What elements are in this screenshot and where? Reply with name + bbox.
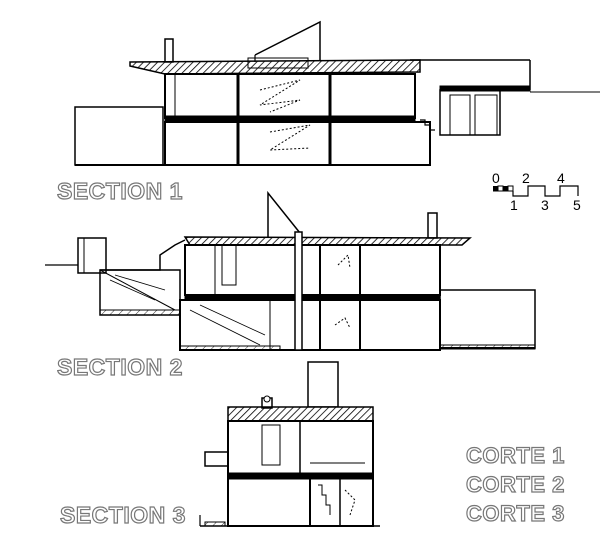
scale-bar: 0 2 4 1 3 5: [492, 170, 581, 213]
scale-tick-label: 1: [510, 197, 518, 213]
scale-tick-label: 3: [541, 197, 549, 213]
section-3-drawing: [199, 361, 380, 527]
scale-tick-label: 5: [573, 197, 581, 213]
section-2-label: SECTION 2: [56, 353, 183, 380]
corte-2-label: CORTE 2: [465, 471, 565, 497]
section-2-drawing: [45, 190, 536, 351]
scale-tick-label: 2: [522, 170, 530, 186]
scale-tick-label: 4: [557, 170, 565, 186]
section-1-label: SECTION 1: [56, 177, 183, 204]
corte-1-label: CORTE 1: [465, 442, 565, 468]
section-3-label: SECTION 3: [59, 501, 186, 528]
section-1-drawing: [74, 20, 600, 166]
corte-3-label: CORTE 3: [465, 500, 565, 526]
scale-tick-label: 0: [492, 170, 500, 186]
